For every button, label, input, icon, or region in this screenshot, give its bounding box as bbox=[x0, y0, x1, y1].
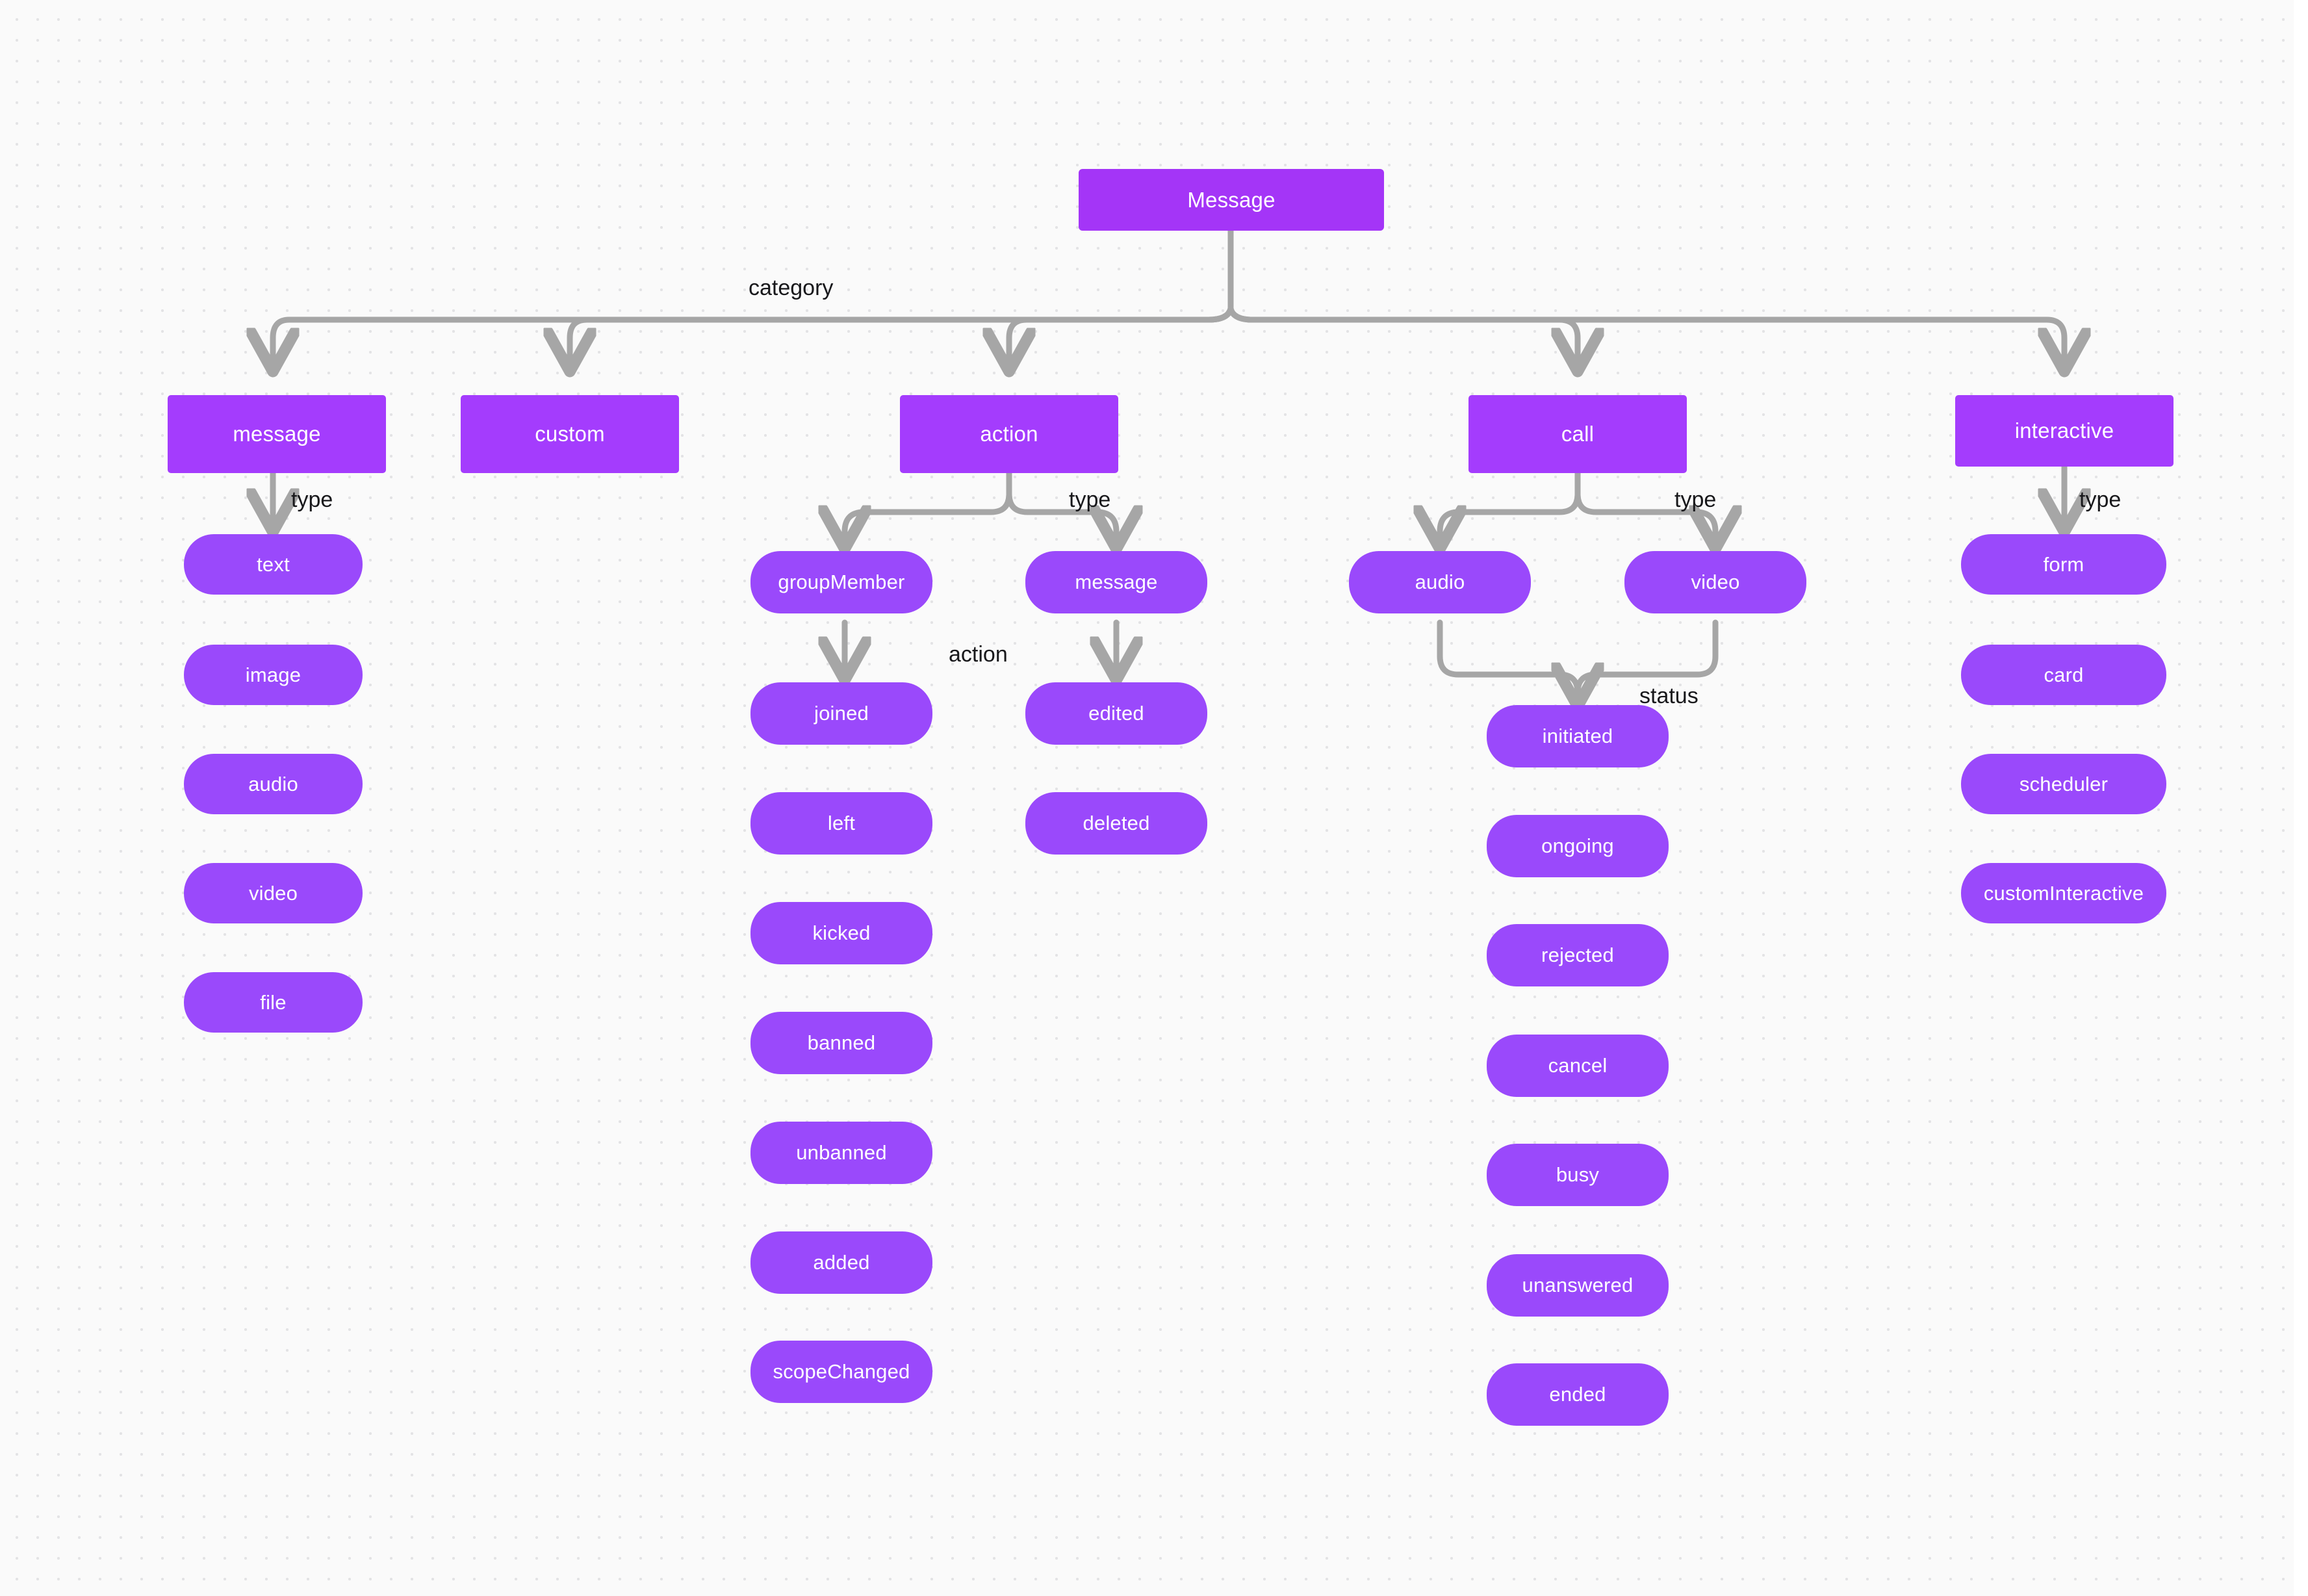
node-message-type-video[interactable]: video bbox=[184, 863, 363, 923]
edge-action-to-groupmember bbox=[845, 470, 1012, 545]
edge-root-to-call bbox=[1227, 305, 1578, 367]
node-call-type-video[interactable]: video bbox=[1624, 551, 1806, 613]
node-label: interactive bbox=[2014, 418, 2114, 443]
node-label: action bbox=[980, 422, 1038, 446]
node-call-status-ended[interactable]: ended bbox=[1487, 1363, 1669, 1426]
node-label: audio bbox=[1415, 571, 1465, 593]
node-message-type-file[interactable]: file bbox=[184, 972, 363, 1033]
node-groupmember-action-unbanned[interactable]: unbanned bbox=[750, 1122, 932, 1184]
node-category-action[interactable]: action bbox=[900, 395, 1118, 473]
node-label: deleted bbox=[1083, 812, 1150, 834]
node-label: cancel bbox=[1548, 1054, 1608, 1077]
node-action-type-groupmember[interactable]: groupMember bbox=[750, 551, 932, 613]
node-interactive-type-form[interactable]: form bbox=[1961, 534, 2166, 595]
node-label: groupMember bbox=[778, 571, 905, 593]
node-label: unanswered bbox=[1522, 1274, 1634, 1296]
node-category-call[interactable]: call bbox=[1468, 395, 1687, 473]
node-call-status-initiated[interactable]: initiated bbox=[1487, 705, 1669, 767]
node-label: joined bbox=[814, 702, 869, 725]
node-label: message bbox=[1075, 571, 1158, 593]
node-label: ongoing bbox=[1541, 834, 1614, 857]
node-category-message[interactable]: message bbox=[168, 395, 386, 473]
node-groupmember-action-kicked[interactable]: kicked bbox=[750, 902, 932, 964]
node-label: unbanned bbox=[796, 1141, 887, 1164]
node-label: customInteractive bbox=[1983, 881, 2144, 905]
node-label: message bbox=[233, 422, 321, 446]
node-label: ended bbox=[1549, 1383, 1606, 1406]
node-label: busy bbox=[1556, 1163, 1600, 1186]
edge-root-to-interactive bbox=[1227, 305, 2064, 367]
node-call-status-cancel[interactable]: cancel bbox=[1487, 1035, 1669, 1097]
node-label: scopeChanged bbox=[773, 1360, 910, 1383]
node-category-custom[interactable]: custom bbox=[461, 395, 679, 473]
edge-label-action-type: type bbox=[1069, 487, 1111, 512]
node-label: text bbox=[257, 552, 290, 576]
node-label: banned bbox=[807, 1031, 876, 1054]
edge-root-to-custom bbox=[570, 305, 1234, 367]
node-interactive-type-scheduler[interactable]: scheduler bbox=[1961, 754, 2166, 814]
edge-call-to-audio bbox=[1440, 470, 1581, 545]
node-label: rejected bbox=[1541, 944, 1614, 966]
edge-root-to-action bbox=[1009, 305, 1234, 367]
edge-audio-to-initiated bbox=[1437, 619, 1578, 702]
node-call-status-unanswered[interactable]: unanswered bbox=[1487, 1254, 1669, 1317]
node-label: left bbox=[827, 812, 856, 834]
node-label: video bbox=[1691, 571, 1740, 593]
node-label: file bbox=[260, 990, 287, 1014]
node-call-status-ongoing[interactable]: ongoing bbox=[1487, 815, 1669, 877]
node-label: call bbox=[1561, 422, 1595, 446]
node-groupmember-action-added[interactable]: added bbox=[750, 1231, 932, 1294]
node-label: kicked bbox=[812, 921, 871, 944]
node-groupmember-action-banned[interactable]: banned bbox=[750, 1012, 932, 1074]
edge-label-interactive-type: type bbox=[2079, 487, 2122, 512]
node-label: card bbox=[2044, 663, 2084, 686]
node-interactive-type-custominteractive[interactable]: customInteractive bbox=[1961, 863, 2166, 923]
node-call-status-busy[interactable]: busy bbox=[1487, 1144, 1669, 1206]
node-message-action-edited[interactable]: edited bbox=[1025, 682, 1207, 745]
node-message-type-audio[interactable]: audio bbox=[184, 754, 363, 814]
node-label: Message bbox=[1187, 187, 1276, 212]
node-label: video bbox=[248, 881, 298, 905]
node-category-interactive[interactable]: interactive bbox=[1955, 395, 2173, 467]
node-label: initiated bbox=[1542, 725, 1613, 747]
node-message-action-deleted[interactable]: deleted bbox=[1025, 792, 1207, 855]
node-action-type-message[interactable]: message bbox=[1025, 551, 1207, 613]
edge-label-call-type: type bbox=[1674, 487, 1717, 512]
node-call-status-rejected[interactable]: rejected bbox=[1487, 924, 1669, 986]
node-label: edited bbox=[1088, 702, 1144, 725]
node-call-type-audio[interactable]: audio bbox=[1349, 551, 1531, 613]
node-groupmember-action-left[interactable]: left bbox=[750, 792, 932, 855]
edge-label-action-action: action bbox=[949, 642, 1008, 667]
node-root-message[interactable]: Message bbox=[1079, 169, 1384, 231]
right-gutter bbox=[2294, 0, 2308, 1596]
edge-label-category: category bbox=[749, 276, 834, 300]
node-label: form bbox=[2043, 552, 2084, 576]
node-groupmember-action-scopechanged[interactable]: scopeChanged bbox=[750, 1341, 932, 1403]
node-label: custom bbox=[535, 422, 605, 446]
node-label: scheduler bbox=[2019, 772, 2109, 795]
edge-root-to-message bbox=[273, 305, 1234, 367]
node-groupmember-action-joined[interactable]: joined bbox=[750, 682, 932, 745]
edge-label-message-type: type bbox=[291, 487, 333, 512]
node-label: audio bbox=[248, 772, 298, 795]
node-interactive-type-card[interactable]: card bbox=[1961, 645, 2166, 705]
node-label: added bbox=[813, 1251, 870, 1274]
node-label: image bbox=[245, 663, 301, 686]
edge-label-call-status: status bbox=[1639, 684, 1699, 708]
node-message-type-text[interactable]: text bbox=[184, 534, 363, 595]
node-message-type-image[interactable]: image bbox=[184, 645, 363, 705]
